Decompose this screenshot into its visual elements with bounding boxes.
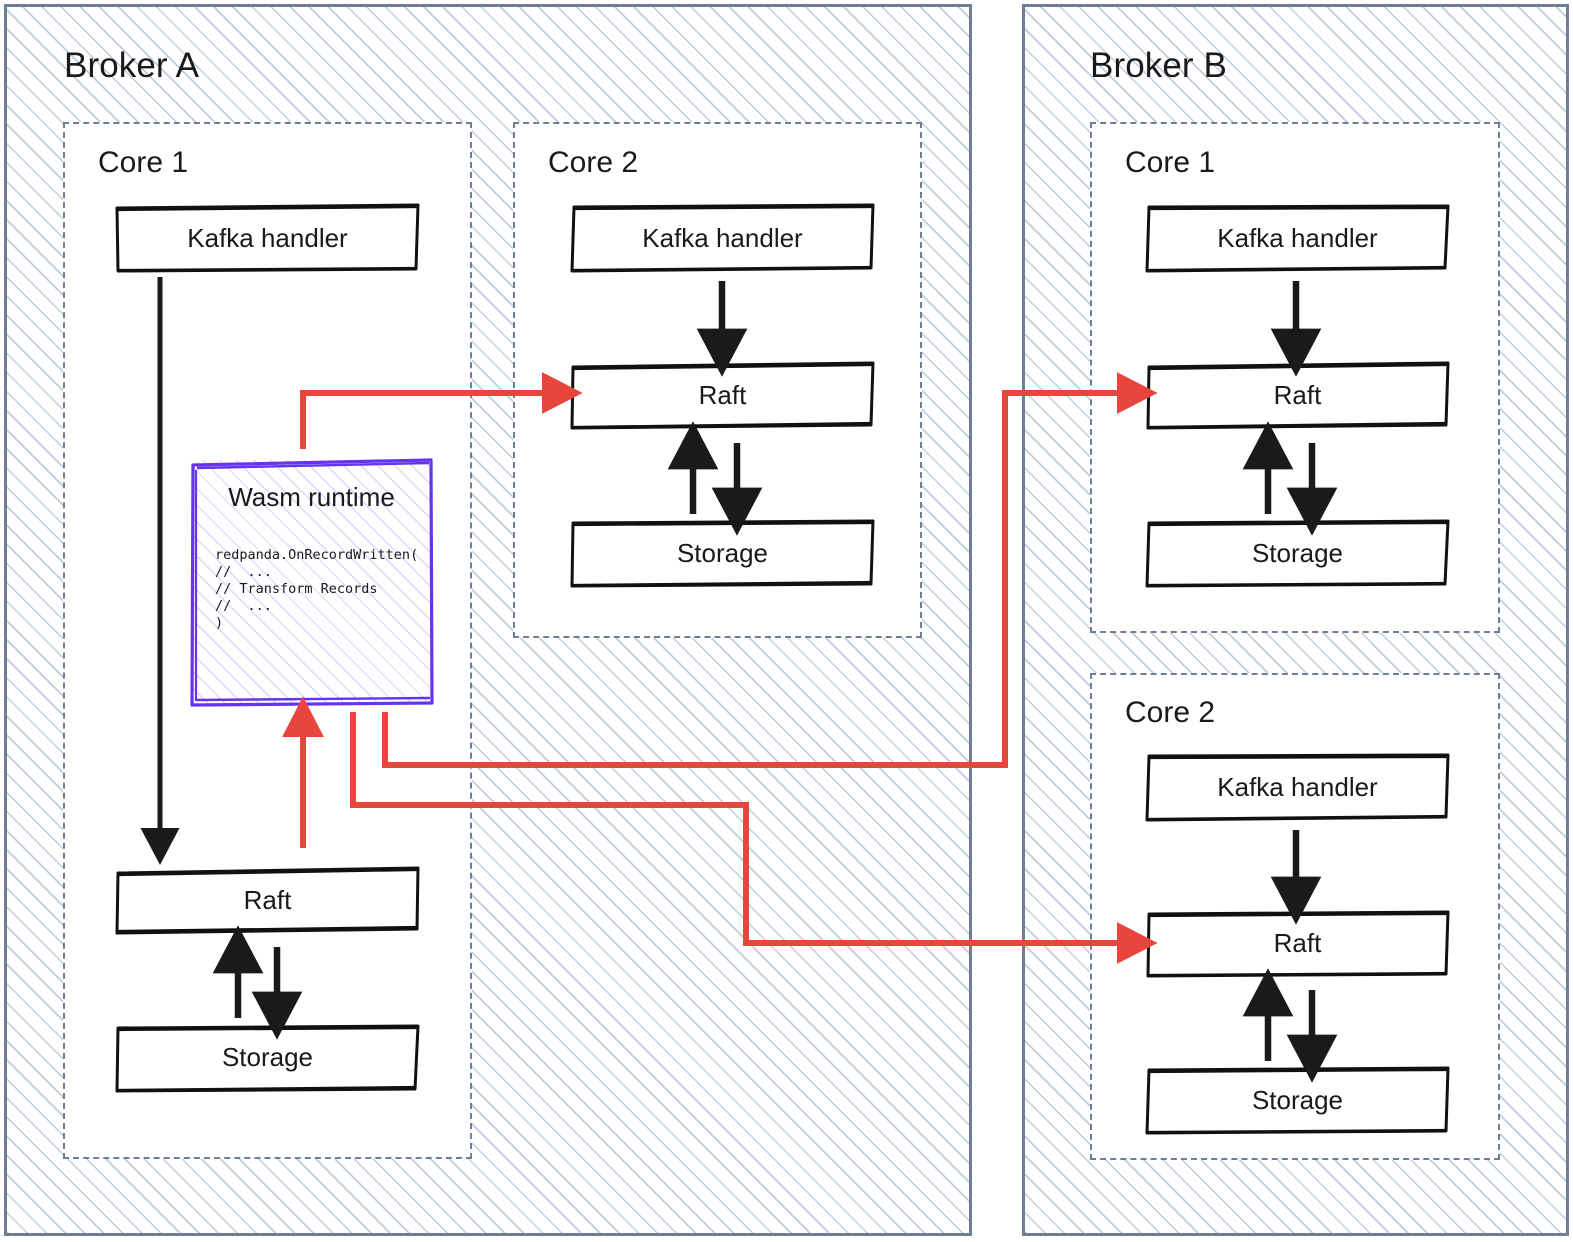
broker-b-core-1-title: Core 1	[1125, 146, 1216, 179]
broker-b-core-2-raft-box[interactable]: Raft	[1145, 908, 1450, 978]
broker-a-core-1-kafka-handler-label: Kafka handler	[187, 222, 348, 253]
broker-a-core-2-raft-box[interactable]: Raft	[570, 360, 875, 430]
broker-a-core-2-raft-label: Raft	[698, 379, 747, 410]
wasm-runtime-title: Wasm runtime	[228, 482, 395, 512]
broker-a-core-1-raft-box[interactable]: Raft	[115, 865, 420, 935]
broker-b-core-1-kafka-handler-box[interactable]: Kafka handler	[1145, 203, 1450, 273]
broker-b-core-2-kafka-handler-label: Kafka handler	[1217, 771, 1378, 802]
broker-b-core-2-storage-label: Storage	[1251, 1084, 1344, 1115]
broker-a-core-1-title: Core 1	[98, 146, 189, 179]
broker-a-core-2-kafka-handler-label: Kafka handler	[642, 222, 803, 253]
broker-b-core-2-raft-label: Raft	[1273, 927, 1322, 958]
broker-b-core-2-title: Core 2	[1125, 696, 1216, 729]
broker-b-core-1-raft-label: Raft	[1273, 379, 1322, 410]
wasm-runtime-box[interactable]: Wasm runtime redpanda.OnRecordWritten( /…	[188, 457, 435, 707]
broker-a-core-1-storage-box[interactable]: Storage	[115, 1022, 420, 1093]
broker-b-core-1-storage-box[interactable]: Storage	[1145, 518, 1450, 588]
broker-b-title: Broker B	[1090, 46, 1227, 85]
broker-a-core-2-storage-label: Storage	[676, 537, 769, 568]
broker-a-core-2-title: Core 2	[548, 146, 639, 179]
broker-a-core-1-raft-label: Raft	[243, 884, 292, 915]
broker-b-core-2-kafka-handler-box[interactable]: Kafka handler	[1145, 752, 1450, 822]
broker-a-title: Broker A	[64, 46, 200, 85]
broker-a-core-2-kafka-handler-box[interactable]: Kafka handler	[570, 203, 875, 273]
wasm-runtime-code-snippet: redpanda.OnRecordWritten( // ... // Tran…	[215, 547, 419, 631]
broker-b-core-1-storage-label: Storage	[1251, 537, 1344, 568]
broker-a-core-2-storage-box[interactable]: Storage	[570, 518, 875, 588]
broker-b-core-1-raft-box[interactable]: Raft	[1145, 360, 1450, 430]
broker-a-core-1-kafka-handler-box[interactable]: Kafka handler	[115, 203, 420, 273]
broker-b-core-2-storage-box[interactable]: Storage	[1145, 1065, 1450, 1135]
broker-b-core-1-kafka-handler-label: Kafka handler	[1217, 222, 1378, 253]
broker-a-core-1-storage-label: Storage	[221, 1041, 314, 1072]
